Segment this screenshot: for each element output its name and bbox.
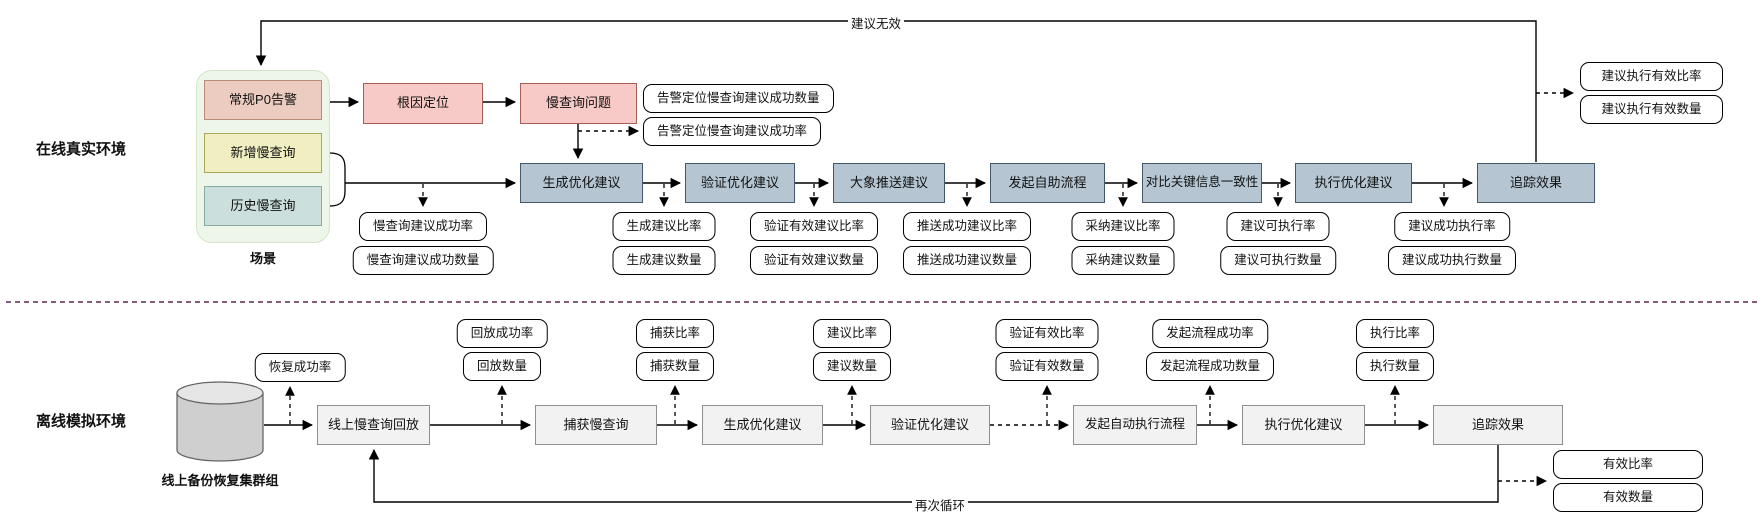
database-cylinder bbox=[176, 381, 264, 462]
offline-stage-capture: 捕获慢查询 bbox=[535, 405, 657, 445]
offline-stage-track: 追踪效果 bbox=[1433, 405, 1563, 445]
metric-exec-success-count: 建议成功执行数量 bbox=[1387, 246, 1517, 275]
online-stage-compare: 对比关键信息一致性 bbox=[1142, 163, 1262, 203]
root-cause-box: 根因定位 bbox=[363, 83, 483, 124]
metric-push-rate: 推送成功建议比率 bbox=[902, 212, 1032, 241]
metric-verify-rate: 验证有效建议比率 bbox=[749, 212, 879, 241]
online-section-label: 在线真实环境 bbox=[36, 141, 127, 158]
alert-metric-rate: 告警定位慢查询建议成功率 bbox=[643, 117, 822, 146]
metric-exec-rate: 执行比率 bbox=[1355, 319, 1435, 348]
online-stage-execute: 执行优化建议 bbox=[1295, 163, 1412, 203]
source-history-slow-query: 历史慢查询 bbox=[204, 186, 322, 226]
offline-result-valid-rate: 有效比率 bbox=[1553, 450, 1703, 479]
scene-caption: 场景 bbox=[249, 251, 277, 266]
offline-section-label: 离线模拟环境 bbox=[36, 413, 127, 430]
metric-exec-count: 执行数量 bbox=[1355, 352, 1435, 381]
metric-replay-rate: 回放成功率 bbox=[456, 319, 548, 348]
metric-generate-count: 生成建议数量 bbox=[612, 246, 716, 275]
slow-query-problem-box: 慢查询问题 bbox=[520, 83, 637, 124]
scene-metric-rate: 慢查询建议成功率 bbox=[358, 212, 488, 241]
metric-generate-rate: 生成建议比率 bbox=[612, 212, 716, 241]
metric-recovery-rate: 恢复成功率 bbox=[254, 353, 346, 382]
offline-stage-generate: 生成优化建议 bbox=[702, 405, 823, 445]
online-stage-track: 追踪效果 bbox=[1477, 163, 1595, 203]
online-stage-verify: 验证优化建议 bbox=[685, 163, 795, 203]
offline-stage-execute: 执行优化建议 bbox=[1242, 405, 1365, 445]
source-p0-alert: 常规P0告警 bbox=[204, 80, 322, 120]
metric-replay-count: 回放数量 bbox=[462, 352, 542, 381]
metric-verify-count: 验证有效建议数量 bbox=[749, 246, 879, 275]
online-stage-selfservice: 发起自助流程 bbox=[990, 163, 1105, 203]
metric-capture-rate: 捕获比率 bbox=[635, 319, 715, 348]
offline-stage-verify: 验证优化建议 bbox=[870, 405, 990, 445]
metric-executable-count: 建议可执行数量 bbox=[1220, 246, 1336, 275]
online-stage-push: 大象推送建议 bbox=[833, 163, 945, 203]
offline-result-valid-count: 有效数量 bbox=[1553, 483, 1703, 512]
loop-again-line bbox=[368, 445, 1499, 503]
alert-metric-count: 告警定位慢查询建议成功数量 bbox=[643, 84, 834, 113]
metric-suggest-rate: 建议比率 bbox=[812, 319, 892, 348]
online-stage-generate: 生成优化建议 bbox=[520, 163, 643, 203]
metric-adopt-count: 采纳建议数量 bbox=[1071, 246, 1175, 275]
metric-verify-valid-count: 验证有效数量 bbox=[995, 352, 1099, 381]
metric-verify-valid-rate: 验证有效比率 bbox=[995, 319, 1099, 348]
metric-executable-rate: 建议可执行率 bbox=[1226, 212, 1330, 241]
metric-push-count: 推送成功建议数量 bbox=[902, 246, 1032, 275]
source-new-slow-query: 新增慢查询 bbox=[204, 133, 322, 173]
metric-exec-success-rate: 建议成功执行率 bbox=[1394, 212, 1510, 241]
metric-capture-count: 捕获数量 bbox=[635, 352, 715, 381]
database-label: 线上备份恢复集群组 bbox=[161, 473, 279, 488]
sources-brace bbox=[329, 152, 346, 207]
metric-flow-count: 发起流程成功数量 bbox=[1145, 352, 1275, 381]
result-metric-valid-rate: 建议执行有效比率 bbox=[1580, 62, 1723, 91]
result-metric-valid-count: 建议执行有效数量 bbox=[1580, 95, 1723, 124]
feedback-invalid-label: 建议无效 bbox=[847, 13, 905, 32]
loop-again-label: 再次循环 bbox=[911, 495, 969, 514]
metric-suggest-count: 建议数量 bbox=[812, 352, 892, 381]
metric-adopt-rate: 采纳建议比率 bbox=[1071, 212, 1175, 241]
metric-flow-rate: 发起流程成功率 bbox=[1152, 319, 1268, 348]
offline-stage-autoflow: 发起自动执行流程 bbox=[1073, 405, 1197, 445]
scene-metric-count: 慢查询建议成功数量 bbox=[352, 246, 494, 275]
offline-stage-replay: 线上慢查询回放 bbox=[317, 405, 430, 445]
